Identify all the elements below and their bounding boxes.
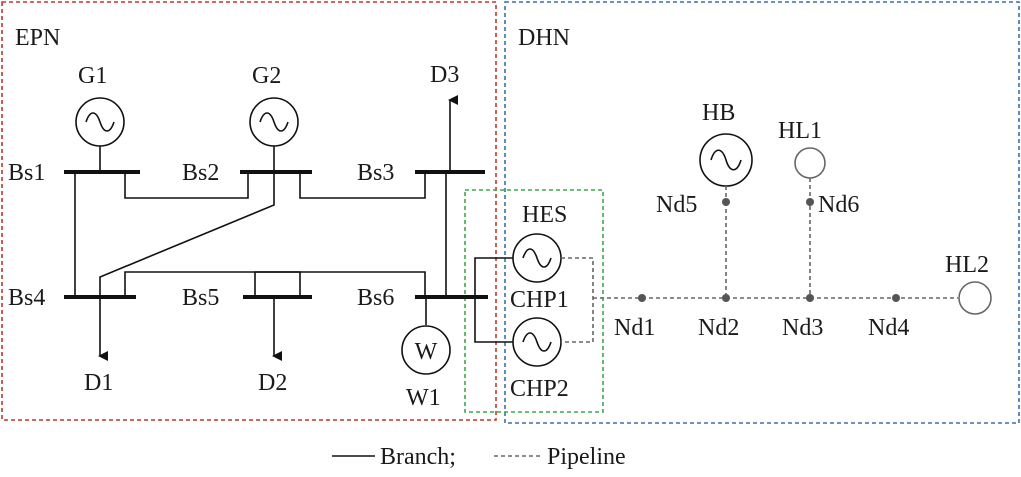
node-nd3	[806, 294, 814, 302]
nd5-label: Nd5	[656, 192, 697, 218]
bs1-label: Bs1	[8, 160, 45, 186]
chp2-label: CHP2	[510, 376, 569, 402]
bs2-label: Bs2	[182, 160, 219, 186]
branch-bs5-bs6	[254, 271, 426, 297]
bs6-label: Bs6	[357, 285, 394, 311]
bs3-label: Bs3	[357, 160, 394, 186]
node-nd2	[722, 294, 730, 302]
chp2-ac-icon	[522, 332, 552, 352]
hb-ac-icon	[710, 149, 742, 171]
node-nd5	[722, 198, 730, 206]
hl2-heat-load-circle	[958, 281, 992, 315]
coupling-region-box	[464, 189, 604, 413]
branch-bs2-bs4	[99, 172, 275, 297]
pipeline-chp-collector	[561, 257, 594, 343]
chp1-label: CHP1	[510, 287, 569, 313]
hl2-label: HL2	[945, 252, 989, 278]
chp1-ac-icon	[522, 248, 552, 268]
branch-bs2-bs3	[299, 172, 426, 199]
w1-symbol: W	[415, 339, 438, 365]
g1-ac-icon	[85, 112, 115, 132]
dhn-region-box	[504, 1, 1020, 424]
d2-label: D2	[258, 370, 287, 396]
nd6-label: Nd6	[818, 192, 859, 218]
branch-bs1-bs2	[124, 172, 249, 199]
hl1-label: HL1	[778, 118, 822, 144]
epn-region-box	[1, 1, 497, 421]
legend-pipeline-label: Pipeline	[547, 444, 626, 470]
d1-label: D1	[84, 370, 113, 396]
node-nd6	[806, 198, 814, 206]
bs4-label: Bs4	[8, 285, 45, 311]
hes-label: HES	[522, 202, 567, 228]
hb-label: HB	[702, 100, 735, 126]
nd1-label: Nd1	[614, 315, 655, 341]
d3-label: D3	[430, 62, 459, 88]
nd4-label: Nd4	[868, 315, 909, 341]
dhn-label: DHN	[518, 25, 570, 51]
legend-branch-label: Branch;	[380, 444, 456, 470]
nd2-label: Nd2	[698, 315, 739, 341]
w1-label: W1	[406, 385, 441, 411]
g1-label: G1	[78, 63, 107, 89]
node-nd1	[638, 294, 646, 302]
epn-label: EPN	[15, 25, 60, 51]
node-nd4	[892, 294, 900, 302]
g2-ac-icon	[259, 112, 289, 132]
nd3-label: Nd3	[782, 315, 823, 341]
bs5-label: Bs5	[182, 285, 219, 311]
hl1-heat-load-circle	[794, 147, 826, 179]
g2-label: G2	[252, 63, 281, 89]
branch-bs4-bs5	[124, 271, 301, 297]
branch-bs6-chp1	[474, 257, 514, 298]
branch-bs6-chp2	[474, 297, 514, 343]
w1-wind-generator-circle	[401, 325, 451, 375]
